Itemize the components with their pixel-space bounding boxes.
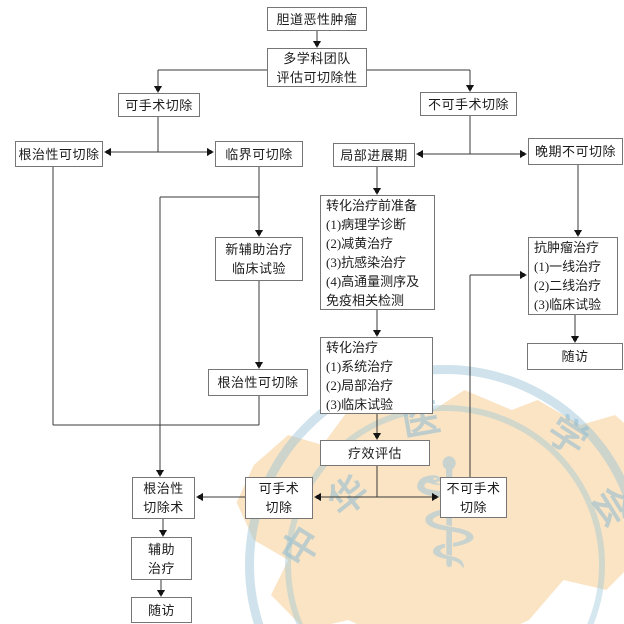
- arrowhead-down: [373, 330, 381, 337]
- node-label: 随访: [561, 349, 589, 364]
- arrowhead-down: [466, 85, 474, 92]
- node-radically-resectable-2: 根治性可切除: [208, 369, 308, 396]
- node-followup-left: 随访: [131, 597, 192, 623]
- node-label: 评估可切除性: [276, 69, 358, 85]
- node-antitumor-therapy: 抗肿瘤治疗 (1)一线治疗 (2)二线治疗 (3)临床试验: [528, 237, 618, 315]
- node-radically-resectable: 根治性可切除: [15, 141, 103, 167]
- arrowhead-down: [154, 86, 162, 93]
- arrowhead-left: [196, 493, 203, 501]
- node-label: 辅助: [147, 541, 175, 557]
- node-biliary-malignancy: 胆道恶性肿瘤: [267, 7, 367, 31]
- node-label: (2)局部治疗: [326, 377, 394, 393]
- node-label: 随访: [147, 602, 175, 618]
- node-conversion-prep: 转化治疗前准备 (1)病理学诊断 (2)减黄治疗 (3)抗感染治疗 (4)高通量…: [320, 195, 435, 310]
- node-label: (2)二线治疗: [534, 278, 602, 293]
- node-label: 临界可切除: [225, 146, 293, 162]
- node-label: 胆道恶性肿瘤: [276, 11, 358, 27]
- arrowhead-left: [314, 493, 321, 501]
- node-radical-resection-surgery: 根治性 切除术: [132, 477, 195, 519]
- node-label: 多学科团队: [283, 50, 351, 66]
- node-label: 临床试验: [231, 261, 286, 276]
- arrowhead-right: [432, 493, 439, 501]
- node-borderline-resectable: 临界可切除: [215, 141, 303, 167]
- arrowhead-down: [159, 530, 167, 537]
- node-label: (2)减黄治疗: [326, 235, 394, 251]
- node-label: 可手术切除: [125, 97, 193, 113]
- arrowhead-down: [255, 362, 263, 369]
- arrowhead-down: [571, 336, 579, 343]
- node-label: 根治性可切除: [217, 375, 299, 390]
- node-advanced-unresectable: 晚期不可切除: [528, 138, 623, 165]
- node-inoperable-2: 不可手术 切除: [440, 477, 507, 518]
- node-label: 局部进展期: [340, 147, 408, 163]
- arrowhead-right: [207, 148, 214, 156]
- node-label: 切除术: [143, 500, 184, 515]
- node-operable-2: 可手术 切除: [245, 477, 313, 519]
- node-label: 转化治疗: [326, 339, 379, 355]
- node-label: 抗肿瘤治疗: [534, 240, 600, 255]
- arrowhead-down: [157, 590, 165, 597]
- node-followup-right: 随访: [527, 343, 623, 370]
- node-efficacy-evaluation: 疗效评估: [320, 440, 430, 466]
- node-label: (3)临床试验: [326, 396, 394, 412]
- node-label: 治疗: [147, 560, 175, 576]
- node-inoperable: 不可手术切除: [420, 92, 517, 116]
- arrowhead-down: [373, 188, 381, 195]
- node-adjuvant-therapy: 辅助 治疗: [131, 537, 192, 580]
- node-label: (1)一线治疗: [534, 259, 602, 274]
- node-operable: 可手术切除: [118, 93, 200, 117]
- arrowhead-down: [313, 41, 321, 48]
- arrowhead-down: [574, 230, 582, 237]
- node-label: (4)高通量测序及: [326, 273, 420, 289]
- node-label: 可手术: [258, 481, 300, 496]
- node-label: 新辅助治疗: [225, 242, 293, 257]
- node-label: 不可手术: [446, 480, 501, 496]
- node-label: 切除: [265, 500, 293, 515]
- node-label: 切除: [459, 499, 487, 515]
- node-conversion-therapy: 转化治疗 (1)系统治疗 (2)局部治疗 (3)临床试验: [320, 337, 433, 414]
- node-label: 根治性: [143, 481, 184, 496]
- arrowhead-left: [104, 148, 111, 156]
- arrowhead-down: [255, 230, 263, 237]
- node-label: (3)临床试验: [534, 297, 602, 312]
- arrowhead-left: [416, 150, 423, 158]
- node-mdt-assessment: 多学科团队 评估可切除性: [267, 48, 367, 87]
- arrowhead-right: [520, 271, 527, 279]
- arrowhead-down: [156, 470, 164, 477]
- node-neoadjuvant-trial: 新辅助治疗 临床试验: [215, 237, 303, 281]
- node-label: 疗效评估: [347, 445, 402, 461]
- node-label: (1)系统治疗: [326, 358, 394, 374]
- node-locally-advanced: 局部进展期: [333, 143, 415, 167]
- node-label: (1)病理学诊断: [326, 216, 407, 232]
- arrowhead-down: [373, 433, 381, 440]
- node-label: (3)抗感染治疗: [326, 254, 407, 270]
- node-label: 晚期不可切除: [534, 144, 616, 159]
- node-label: 根治性可切除: [18, 146, 100, 162]
- node-label: 免疫相关检测: [326, 292, 405, 308]
- node-label: 不可手术切除: [427, 96, 509, 112]
- node-label: 转化治疗前准备: [326, 197, 418, 213]
- arrowhead-right: [520, 150, 527, 158]
